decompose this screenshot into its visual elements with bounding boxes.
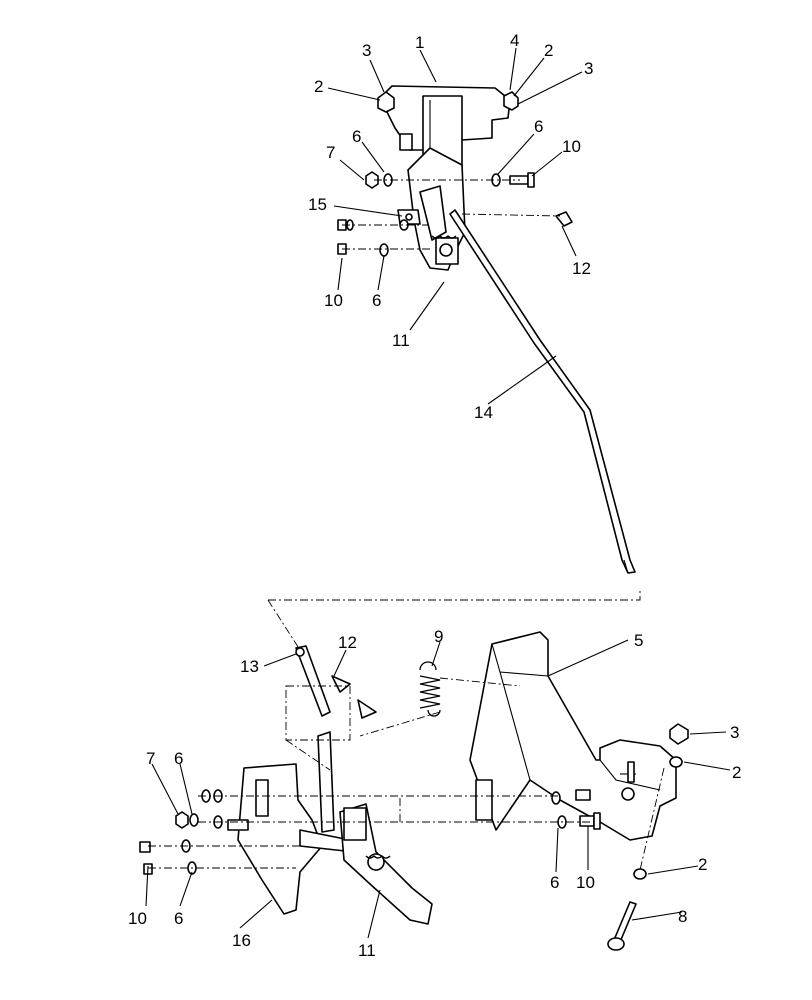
nut-7-upper (365, 171, 379, 189)
callout-10-upper-right: 10 (562, 137, 581, 156)
callout-12-lower: 12 (338, 633, 357, 652)
callout-3-top-right: 3 (584, 59, 593, 78)
callout-10-lower-right: 10 (576, 873, 595, 892)
callout-2-lower-a: 2 (732, 763, 741, 782)
callout-6-upper-right: 6 (534, 117, 543, 136)
callout-15: 15 (308, 195, 327, 214)
callout-2-top-left: 2 (314, 77, 323, 96)
callout-6-upper-left: 6 (352, 127, 361, 146)
callout-11-lower: 11 (358, 941, 376, 960)
callout-6-lower-right: 6 (550, 873, 559, 892)
callout-13: 13 (240, 657, 259, 676)
hairpin-clip-upper (555, 211, 573, 227)
callout-9: 9 (434, 627, 443, 646)
callout-6-lower-top: 6 (174, 749, 183, 768)
hairpin-clip-lower-b (357, 699, 377, 719)
nut-left-top (377, 91, 395, 113)
callout-6-lower-bottom: 6 (174, 909, 183, 928)
callout-7-lower: 7 (146, 749, 155, 768)
clevis-rod-end (295, 645, 331, 717)
callout-16: 16 (232, 931, 251, 950)
callout-7-upper: 7 (326, 143, 335, 162)
callout-5: 5 (634, 631, 643, 650)
leader-lines (145, 47, 731, 939)
callout-10-lower-left: 10 (128, 909, 147, 928)
callout-14: 14 (474, 403, 493, 422)
callout-1: 1 (415, 33, 424, 52)
upper-assembly (337, 85, 573, 271)
callout-12-upper: 12 (572, 259, 591, 278)
pedal-block-upper (419, 185, 447, 241)
bolt-8 (613, 901, 637, 943)
callout-2-top-right: 2 (544, 41, 553, 60)
callout-11-upper: 11 (392, 331, 410, 350)
callout-3-lower: 3 (730, 723, 739, 742)
callout-6-upper-bottom: 6 (372, 291, 381, 310)
callout-3-top-left: 3 (362, 41, 371, 60)
frame-arm (469, 631, 677, 841)
callout-8: 8 (678, 907, 687, 926)
callout-2-lower-b: 2 (698, 855, 707, 874)
callout-4: 4 (510, 31, 519, 50)
control-rod (449, 209, 636, 574)
hairpin-clip-lower-a (331, 675, 351, 693)
tension-spring (419, 661, 441, 717)
callout-labels: 1 2 3 4 2 3 6 7 6 10 15 12 10 6 11 14 5 … (128, 31, 741, 960)
lower-assembly (139, 631, 689, 951)
callout-10-upper-left: 10 (324, 291, 343, 310)
nut-right-top (503, 91, 519, 111)
